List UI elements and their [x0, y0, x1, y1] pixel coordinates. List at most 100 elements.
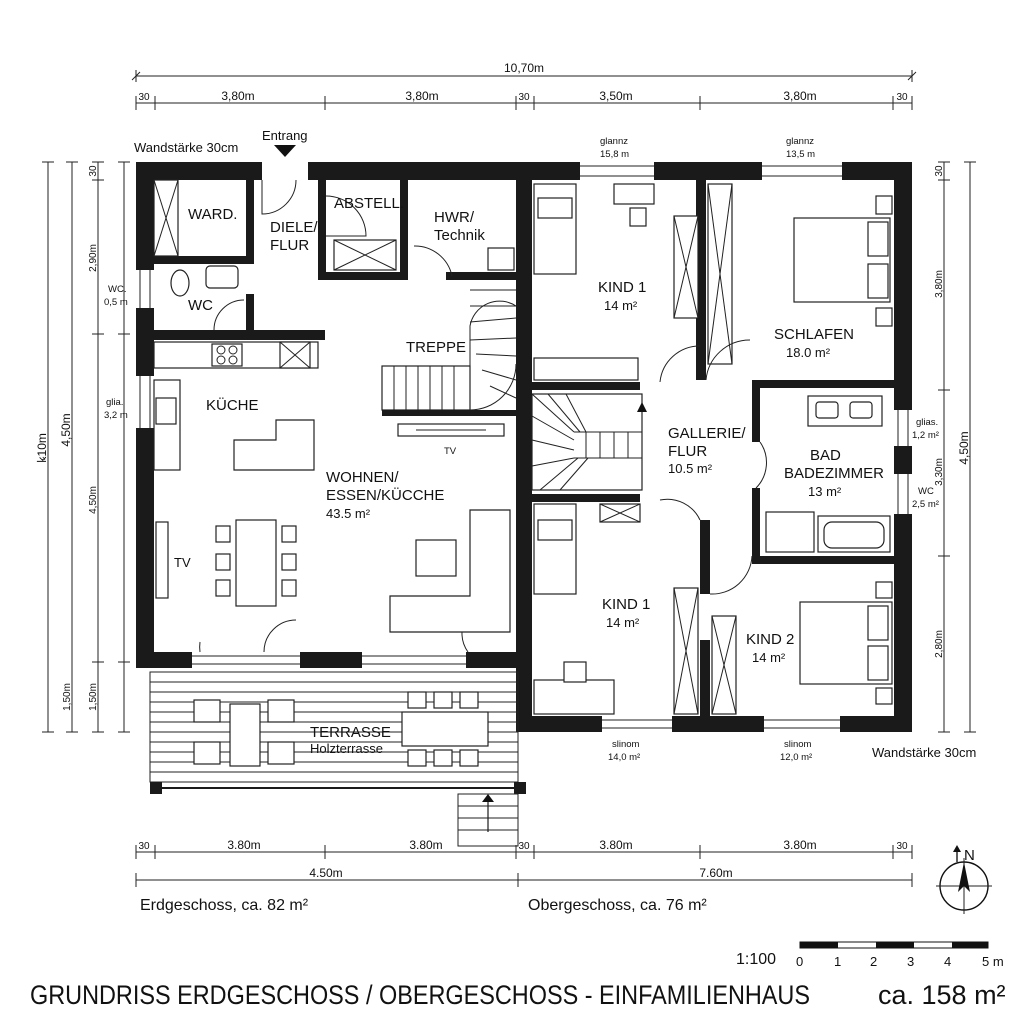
tv-left-label: TV: [174, 555, 191, 570]
dim-left-c: 1,50m: [62, 683, 73, 711]
room-gallerie-area: 10.5 m²: [668, 461, 713, 476]
dim-left-d: 1,50m: [88, 683, 99, 711]
room-kind1-bottom: KIND 1: [602, 596, 650, 613]
window-openings: [139, 165, 909, 729]
room-schlafen-area: 18.0 m²: [786, 345, 831, 360]
ground-floor-interior: [136, 179, 517, 653]
window-top-left-size: 15,8 m: [600, 149, 629, 160]
room-bad: BAD: [810, 447, 841, 464]
window-bottom-left-size: 14,0 m²: [608, 752, 640, 763]
window-top-left-label: glannz: [600, 136, 628, 147]
plan-title: GRUNDRISS ERDGESCHOSS / OBERGESCHOSS - E…: [30, 980, 810, 1010]
dim-bottom-right: 7.60m: [699, 866, 732, 880]
dim-bottom-seg-7: 30: [896, 841, 908, 852]
window-bath-label: glias.: [916, 417, 938, 428]
bottom-dimension-lines: 30 3.80m 3.80m 30 3.80m 3.80m 30 4.50m 7…: [135, 838, 913, 887]
window-bottom-left-label: slinom: [612, 739, 640, 750]
room-gallerie-flur: FLUR: [668, 443, 707, 460]
room-labels: WARD. DIELE/ FLUR ABSTELL. HWR/ Technik …: [174, 195, 884, 756]
dim-bottom-seg-1: 30: [138, 841, 150, 852]
room-kind1-top: KIND 1: [598, 279, 646, 296]
dim-top-seg-6: 3,80m: [783, 89, 816, 103]
room-schlafen: SCHLAFEN: [774, 326, 854, 343]
dim-right-c: 2,80m: [934, 630, 945, 658]
north-label: N: [964, 847, 975, 864]
top-dimension-lines: 10,70m 30 3,80m 3,80m 30 3,50m 3,80m 30: [131, 61, 917, 110]
right-dimension-lines: 30 3,80m 3,30m 2,80m 4,50m: [934, 161, 976, 733]
room-hwr: HWR/: [434, 209, 475, 226]
dim-left-a: 2,90m: [88, 244, 99, 272]
window-kitchen-label: glia.: [106, 397, 123, 408]
room-bad-area: 13 m²: [808, 484, 842, 499]
window-kitchen-size: 3,2 m: [104, 410, 128, 421]
wall-thickness-label-top: Wandstärke 30cm: [134, 140, 238, 155]
dim-top-seg-3: 3,80m: [405, 89, 438, 103]
dim-right-30: 30: [934, 165, 945, 177]
upper-floor-area: Obergeschoss, ca. 76 m²: [528, 897, 707, 914]
room-treppe: TREPPE: [406, 339, 466, 356]
ground-floor-area: Erdgeschoss, ca. 82 m²: [140, 897, 309, 914]
window-top-right-size: 13,5 m: [786, 149, 815, 160]
scale-bar: [799, 941, 989, 949]
north-arrow-icon: [936, 845, 992, 914]
room-kind1-top-area: 14 m²: [604, 298, 638, 313]
entrance-arrow-icon: [274, 145, 296, 157]
wall-thickness-label-bottom: Wandstärke 30cm: [872, 745, 976, 760]
room-kind2-area: 14 m²: [752, 650, 786, 665]
scale-tick-1: 1: [834, 954, 841, 969]
room-flur: FLUR: [270, 237, 309, 254]
room-gallerie: GALLERIE/: [668, 425, 746, 442]
window-bottom-right-size: 12,0 m²: [780, 752, 812, 763]
dim-top-seg-7: 30: [896, 92, 908, 103]
dim-top-seg-5: 3,50m: [599, 89, 632, 103]
scale-tick-0: 0: [796, 954, 803, 969]
window-wc-left-label: WC.: [108, 284, 126, 295]
room-kind1-bottom-area: 14 m²: [606, 615, 640, 630]
dim-left-outer: ꝃ10m: [35, 433, 49, 463]
dim-right-b: 3,30m: [934, 458, 945, 486]
room-wohnen: WOHNEN/: [326, 469, 399, 486]
room-abstell: ABSTELL.: [334, 195, 404, 212]
dim-bottom-left: 4.50m: [309, 866, 342, 880]
upper-floor-interior: [531, 180, 894, 718]
window-bottom-right-label: slinom: [784, 739, 812, 750]
dim-left-mid: 4,50m: [59, 413, 73, 446]
window-wc-left-size: 0,5 m: [104, 297, 128, 308]
left-dimension-lines: ꝃ10m 4,50m 2,90m 4,50m 1,50m 1,50m 30: [35, 161, 130, 733]
window-top-right-label: glannz: [786, 136, 814, 147]
dim-right-a: 3,80m: [934, 270, 945, 298]
room-holzterrasse: Holzterrasse: [310, 741, 383, 756]
total-area: ca. 158 m²: [878, 980, 1006, 1010]
dim-bottom-seg-4: 30: [518, 841, 530, 852]
window-bath-size: 1,2 m²: [912, 430, 939, 441]
dim-top-seg-1: 30: [138, 92, 150, 103]
scale-tick-3: 3: [907, 954, 914, 969]
dim-bottom-seg-6: 3.80m: [783, 838, 816, 852]
window-labels: glannz 15,8 m glannz 13,5 m slinom 14,0 …: [104, 136, 939, 763]
room-terrasse: TERRASSE: [310, 724, 391, 741]
scale-tick-4: 4: [944, 954, 951, 969]
window-wc-right-size: 2,5 m²: [912, 499, 939, 510]
dim-bottom-seg-2: 3.80m: [227, 838, 260, 852]
dim-bottom-seg-3: 3.80m: [409, 838, 442, 852]
entrance-label: Entrang: [262, 128, 308, 143]
window-wc-right-label: WC: [918, 486, 934, 497]
room-kind2: KIND 2: [746, 631, 794, 648]
dim-top-seg-4: 30: [518, 92, 530, 103]
dim-right-outer: 4,50m: [957, 431, 971, 464]
dim-bottom-seg-5: 3.80m: [599, 838, 632, 852]
scale-tick-5: 5 m: [982, 954, 1004, 969]
room-diele: DIELE/: [270, 219, 318, 236]
dim-top-total: 10,70m: [504, 61, 544, 75]
room-wc: WC: [188, 297, 213, 314]
tv-top-label: TV: [444, 446, 457, 457]
scale-ratio: 1:100: [736, 951, 776, 968]
terrace: [149, 671, 526, 847]
room-technik: Technik: [434, 227, 485, 244]
room-essen: ESSEN/KÜCCHE: [326, 486, 444, 504]
exterior-walls: [136, 162, 912, 732]
room-wohnen-area: 43.5 m²: [326, 506, 371, 521]
room-badezimmer: BADEZIMMER: [784, 465, 884, 482]
dim-left-30: 30: [88, 165, 99, 177]
room-kueche: KÜCHE: [206, 396, 259, 414]
